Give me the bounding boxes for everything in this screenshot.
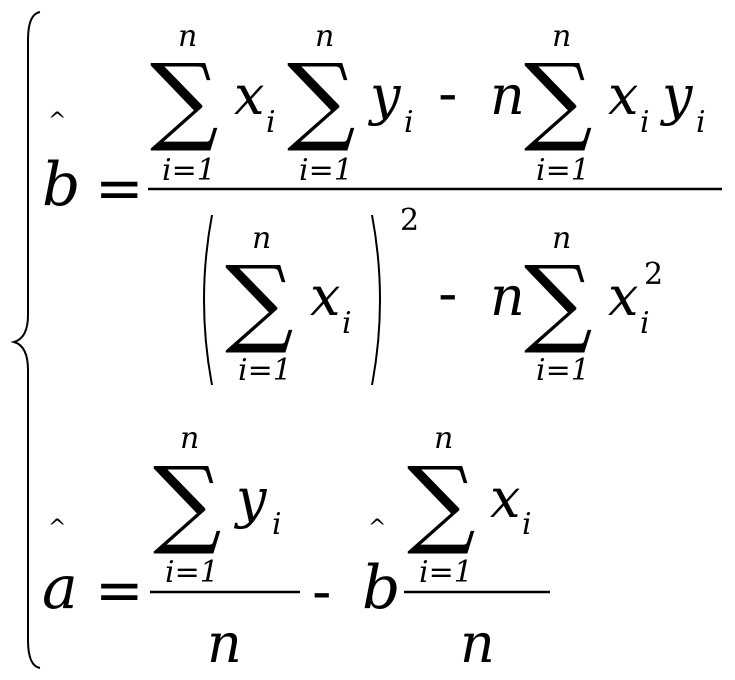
var-b: b xyxy=(42,150,80,220)
upper-limit: n xyxy=(315,19,334,54)
sub-i: i xyxy=(696,105,706,140)
var-n: n xyxy=(490,265,525,328)
upper-limit: n xyxy=(552,19,571,54)
var-y: y xyxy=(660,64,694,127)
upper-limit: n xyxy=(434,421,453,456)
sum-symbol: ∑ xyxy=(524,43,593,155)
sum-symbol: ∑ xyxy=(407,446,476,558)
sub-i: i xyxy=(522,507,532,542)
left-paren xyxy=(203,214,213,386)
var-x: x xyxy=(310,265,340,328)
upper-limit: n xyxy=(552,221,571,256)
var-x: x xyxy=(608,265,638,328)
lower-limit: i=1 xyxy=(299,153,353,188)
lower-limit: i=1 xyxy=(165,555,219,590)
sum-symbol: ∑ xyxy=(524,245,593,357)
hat-mark: ^ xyxy=(48,109,66,134)
sub-i: i xyxy=(342,306,352,341)
equation-a: ^ a = n ∑ i=1 y i n - ^ b n ∑ i=1 x i n xyxy=(42,421,550,675)
var-a: a xyxy=(42,553,78,623)
hat-mark: ^ xyxy=(368,516,386,541)
sum-symbol: ∑ xyxy=(153,446,222,558)
hat-mark: ^ xyxy=(48,516,66,541)
fraction-x-over-n: n ∑ i=1 x i n xyxy=(404,421,550,675)
left-brace xyxy=(10,11,41,669)
equals-sign: = xyxy=(95,154,144,222)
var-n: n xyxy=(490,64,525,127)
sub-i: i xyxy=(272,507,282,542)
lower-limit: i=1 xyxy=(238,353,292,388)
upper-limit: n xyxy=(178,19,197,54)
denominator-n: n xyxy=(460,612,495,675)
equation-b: ^ b = n ∑ i=1 x i n ∑ i=1 y i - n n ∑ i=… xyxy=(42,19,722,388)
minus-sign: - xyxy=(312,560,332,623)
minus-sign: - xyxy=(438,62,458,125)
sub-i: i xyxy=(640,306,650,341)
sum-symbol: ∑ xyxy=(287,43,356,155)
right-paren xyxy=(371,214,381,386)
var-y: y xyxy=(234,467,268,530)
exponent-2: 2 xyxy=(400,203,419,238)
fraction-y-over-n: n ∑ i=1 y i n xyxy=(150,421,300,675)
sub-i: i xyxy=(404,105,414,140)
upper-limit: n xyxy=(180,421,199,456)
denominator: n ∑ i=1 x i 2 - n n ∑ i=1 x 2 i xyxy=(203,203,663,388)
sum-symbol: ∑ xyxy=(150,43,219,155)
denominator-n: n xyxy=(207,612,242,675)
upper-limit: n xyxy=(252,221,271,256)
var-y: y xyxy=(368,64,402,127)
var-x: x xyxy=(234,64,264,127)
var-x: x xyxy=(608,64,638,127)
equals-sign: = xyxy=(95,556,144,624)
lower-limit: i=1 xyxy=(162,153,216,188)
lower-limit: i=1 xyxy=(419,555,473,590)
sub-i: i xyxy=(266,105,276,140)
lower-limit: i=1 xyxy=(536,353,590,388)
numerator: n ∑ i=1 x i n ∑ i=1 y i - n n ∑ i=1 x i … xyxy=(150,19,706,188)
superscript-2: 2 xyxy=(644,257,663,292)
sum-symbol: ∑ xyxy=(225,245,294,357)
var-x: x xyxy=(490,467,520,530)
minus-sign: - xyxy=(438,262,458,325)
var-b: b xyxy=(362,553,400,623)
sub-i: i xyxy=(640,105,650,140)
lower-limit: i=1 xyxy=(536,153,590,188)
